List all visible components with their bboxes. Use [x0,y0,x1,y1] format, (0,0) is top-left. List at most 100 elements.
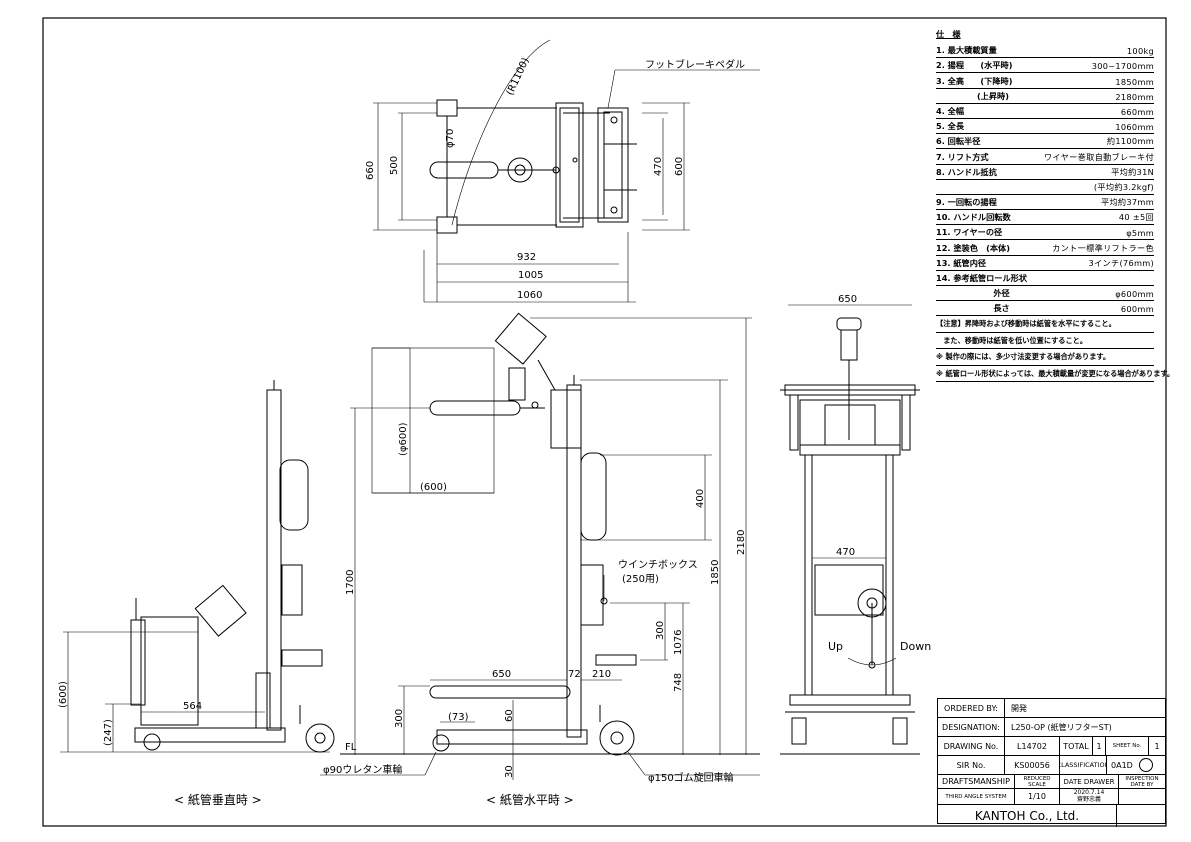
spec-row-label: 13. 紙管内径 [936,257,987,268]
spec-row: 2. 揚程 (水平時)300~1700mm [936,58,1154,74]
spec-row-label: 14. 参考紙管ロール形状 [936,273,1028,283]
spec-row-label: 10. ハンドル回転数 [936,212,1011,223]
dim-top-660: 660 [365,161,376,180]
dim-top-1005: 1005 [518,270,543,281]
spec-row-label: 1. 最大積載質量 [936,45,997,56]
dim-left-600: (600) [58,681,69,708]
dim-top-932: 932 [517,252,536,263]
reduced-scale-label: REDUCED SCALE [1015,775,1060,788]
company-blank [1117,805,1165,827]
spec-row: 13. 紙管内径 3インチ(76mm) [936,256,1154,271]
dim-side-650: 650 [492,669,511,680]
total-value: 1 [1093,737,1106,755]
front-view [780,304,920,755]
sir-label: SIR No. [938,756,1005,774]
spec-row: 7. リフト方式ワイヤー巻取自動ブレーキ付 [936,149,1154,165]
dim-left-247: (247) [103,719,114,746]
third-angle-label: THIRD ANGLE SYSTEM [938,789,1015,804]
spec-row-value: 40 ±5回 [1118,212,1154,223]
spec-row-label: 7. リフト方式 [936,151,989,162]
dim-left-564: 564 [183,701,202,712]
draftsmanship-label: DRAFTSMANSHIP [938,775,1015,788]
label-rubber-wheel: φ150ゴム旋回車輪 [648,771,734,784]
dim-top-500: 500 [389,156,400,175]
dim-side-60: 60 [504,709,515,722]
dim-side-1076: 1076 [673,630,684,655]
dim-front-650: 650 [838,294,857,305]
spec-row: 3. 全高 (下降時)1850mm [936,73,1154,89]
spec-row: 長さ 600mm [936,301,1154,317]
spec-row-label: 2. 揚程 (水平時) [936,60,1013,71]
label-winch-box: ウインチボックス [618,559,698,571]
spec-heading: 仕 様 [936,29,961,39]
label-view-vertical: < 紙管垂直時 > [174,792,262,807]
spec-row-value: 平均約31N [1111,166,1154,177]
sir-value: KS00056 [1005,756,1060,774]
classification-circle [1138,758,1153,772]
spec-row-label: (上昇時) [936,90,1009,101]
spec-row-value: 2180mm [1115,91,1154,102]
spec-row-label: 長さ [936,303,1010,314]
label-winch-box-sub: (250用) [622,574,659,585]
spec-notes: 【注意】昇降時および移動時は紙管を水平にすること。 また、移動時は紙管を低い位置… [936,316,1174,382]
spec-row-label: 8. ハンドル抵抗 [936,166,997,177]
spec-note: ※ 紙管ロール形状によっては、最大積載量が変更になる場合があります。 [936,366,1174,382]
company-name: KANTOH Co., Ltd. [938,805,1117,827]
spec-row: (上昇時) 2180mm [936,89,1154,104]
spec-row-value: 3インチ(76mm) [1088,257,1154,268]
dim-side-400: 400 [695,489,706,508]
top-view [373,39,760,303]
dim-side-1850: 1850 [710,560,721,585]
date-drawer-label: DATE DRAWER [1060,775,1119,788]
spec-row-value: 660mm [1120,106,1154,117]
date-drawer-values: 2020.7.14 齋野忠義 [1060,789,1119,804]
drawing-frame [42,17,1167,827]
dim-side-600h: (600) [420,482,447,493]
label-foot-brake: フットブレーキペダル [645,58,745,71]
dim-top-1060: 1060 [517,290,542,301]
spec-row-value: 平均約37mm [1100,197,1154,208]
label-urethane-wheel: φ90ウレタン車輪 [323,763,402,776]
dim-side-2180: 2180 [736,530,747,555]
classification-value: 0A1D [1107,756,1165,774]
designation-label: DESIGNATION: [938,718,1005,736]
spec-row: 14. 参考紙管ロール形状 [936,271,1154,286]
spec-row-value: カント一標準リフトラー色 [1052,242,1154,253]
spec-row-label: 6. 回転半径 [936,136,981,147]
inspection-value [1119,789,1165,804]
classification-text: 0A1D [1111,760,1133,770]
date-value: 2020.7.14 [1073,789,1105,796]
spec-row-label: 4. 全幅 [936,105,965,116]
dim-front-470: 470 [836,547,855,558]
designation-value: L250-OP (紙管リフターST) [1011,722,1112,732]
scale-value: 1/10 [1015,789,1060,804]
dim-side-210: 210 [592,669,611,680]
spec-row-value: φ5mm [1126,228,1154,239]
dim-top-600: 600 [674,157,685,176]
spec-row-label: 11. ワイヤーの径 [936,227,1003,238]
spec-row: 4. 全幅 660mm [936,104,1154,119]
ordered-by-label: ORDERED BY: [938,699,1005,717]
spec-row-label: 12. 塗装色 (本体) [936,242,1010,253]
spec-row-label: 外径 [936,288,1010,299]
spec-row: 12. 塗装色 (本体) カント一標準リフトラー色 [936,240,1154,256]
label-fl: FL [345,742,357,753]
dim-side-748: 748 [673,673,684,692]
spec-row: 6. 回転半径約1100mm [936,134,1154,150]
spec-row-label: 3. 全高 (下降時) [936,75,1013,86]
spec-row: 9. 一回転の揚程平均約37mm [936,195,1154,211]
spec-row-value: (平均約3.2kgf) [1093,181,1154,192]
spec-row-value: 600mm [1120,304,1154,315]
dim-side-300b: 300 [394,709,405,728]
ordered-by-value: 開発 [1011,703,1027,713]
spec-note: また、移動時は紙管を低い位置にすること。 [936,333,1154,350]
drawing-no-value: L14702 [1005,737,1060,755]
label-view-horizontal: < 紙管水平時 > [486,792,574,807]
inspection-label: INSPECTION DATE BY [1125,775,1159,788]
dim-top-470: 470 [653,157,664,176]
